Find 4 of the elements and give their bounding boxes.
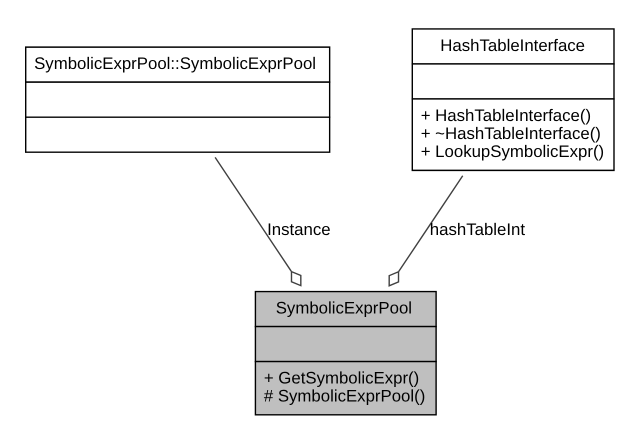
- edge-label: Instance: [267, 220, 331, 239]
- edge-label: hashTableInt: [430, 220, 526, 239]
- connector: [214, 157, 302, 287]
- connector: [388, 175, 464, 287]
